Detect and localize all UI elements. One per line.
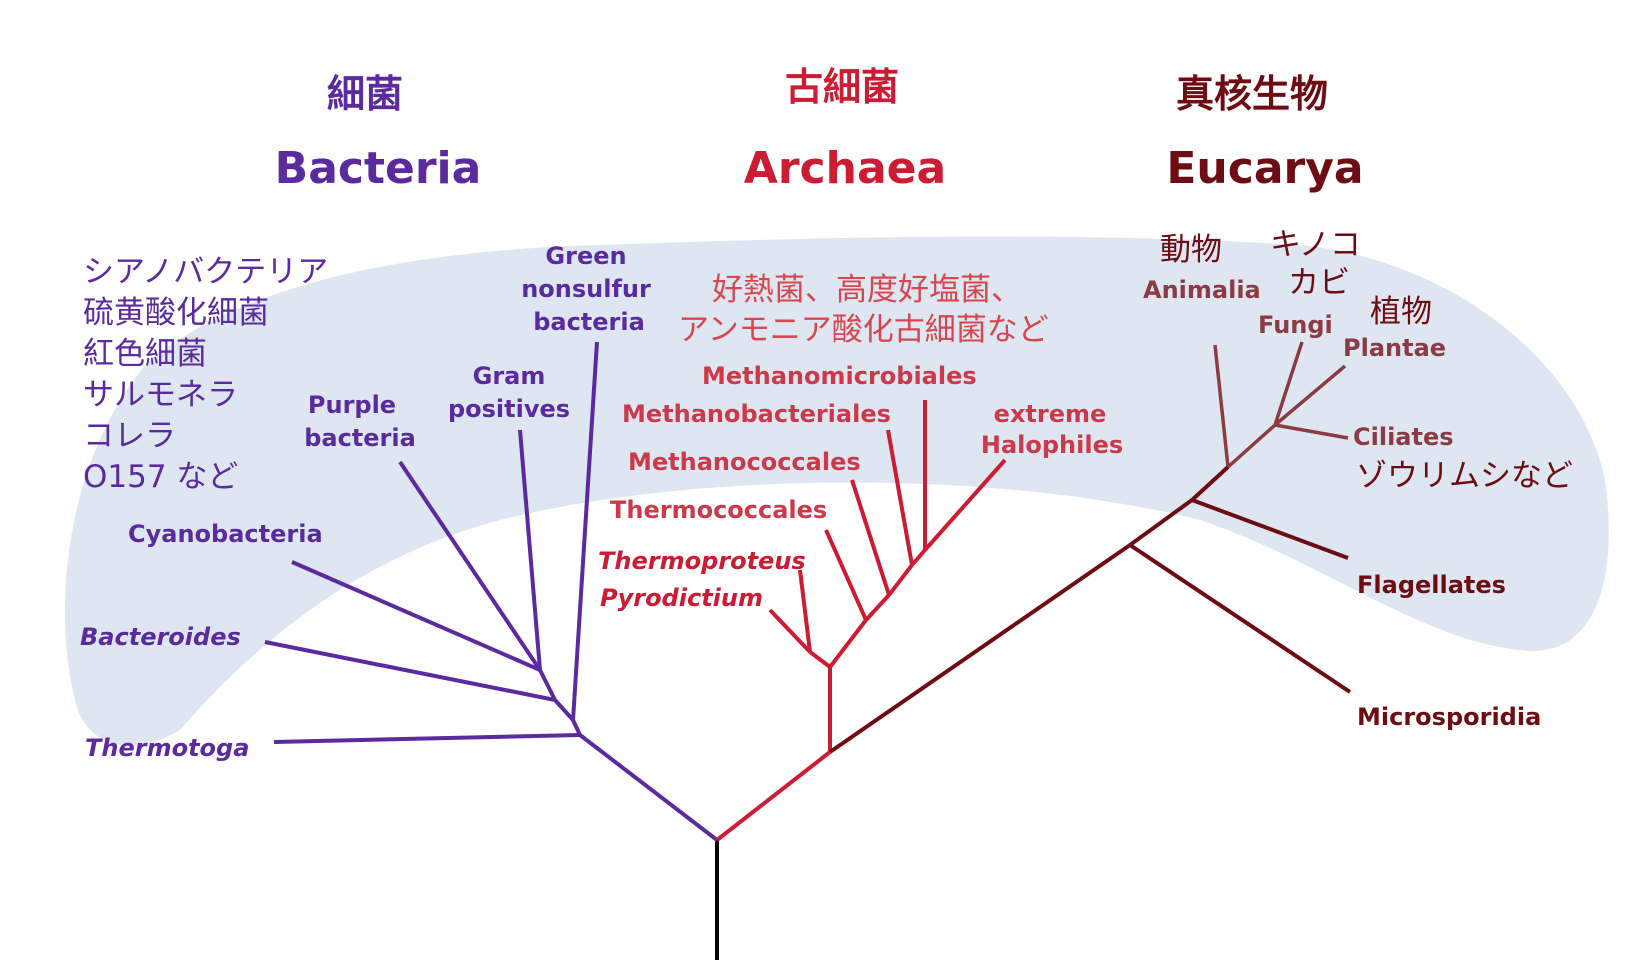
bacteria-heading: Bacteria — [275, 143, 482, 194]
bacteria-examples-note: シアノバクテリア 硫黄酸化細菌 紅色細菌 サルモネラ コレラ O157 など — [83, 254, 328, 495]
note-line: アンモニア酸化古細菌など — [678, 312, 1049, 348]
note-line: O157 など — [83, 459, 238, 495]
purple-bacteria-label: bacteria — [304, 424, 416, 452]
eucarya-heading: Eucarya — [1166, 143, 1363, 194]
bacteria-labels: Green nonsulfur bacteria Gram positives … — [80, 242, 651, 762]
cyanobacteria-label: Cyanobacteria — [128, 520, 323, 548]
note-line: コレラ — [83, 418, 176, 454]
eucarya-jp-heading: 真核生物 — [1176, 72, 1328, 116]
ciliates-label: Ciliates — [1353, 423, 1454, 451]
note-line: サルモネラ — [83, 377, 238, 413]
ciliates-jp-label: ゾウリムシなど — [1356, 458, 1573, 494]
bacteria-branches — [264, 341, 719, 842]
note-line: 硫黄酸化細菌 — [83, 295, 269, 331]
archaea-branches — [715, 400, 1007, 842]
green-nonsulfur-label: Green — [545, 242, 626, 270]
methanobacteriales-label: Methanobacteriales — [622, 400, 891, 428]
background-cloud — [64, 236, 1609, 746]
green-nonsulfur-label: nonsulfur — [521, 275, 651, 303]
eucarya-japanese-labels: 動物 キノコ カビ 植物 ゾウリムシなど — [1160, 227, 1573, 494]
fungi-jp-label: キノコ — [1270, 227, 1361, 263]
green-nonsulfur-label: bacteria — [533, 308, 645, 336]
purple-bacteria-label: Purple — [308, 391, 396, 419]
gram-positives-label: positives — [448, 395, 570, 423]
fungi-label: Fungi — [1258, 311, 1333, 339]
halophiles-label: extreme — [994, 400, 1107, 428]
archaea-italic-labels: Thermoproteus Pyrodictium — [598, 547, 806, 612]
note-line: 好熱菌、高度好塩菌、 — [712, 272, 1022, 308]
animalia-jp-label: 動物 — [1160, 232, 1222, 268]
eucarya-crown-branches — [1213, 341, 1349, 469]
eucarya-base-labels: Flagellates Microsporidia — [1357, 571, 1541, 731]
archaea-labels: Methanomicrobiales Methanobacteriales Me… — [610, 362, 1123, 524]
note-line: 紅色細菌 — [83, 336, 207, 372]
note-line: シアノバクテリア — [83, 254, 328, 290]
gram-positives-label: Gram — [473, 362, 546, 390]
eucarya-crown-labels: Animalia Fungi Plantae Ciliates — [1143, 276, 1454, 451]
plantae-label: Plantae — [1343, 334, 1446, 362]
bacteroides-label: Bacteroides — [80, 623, 241, 651]
fungi-jp-label: カビ — [1288, 265, 1350, 301]
thermococcales-label: Thermococcales — [610, 496, 827, 524]
thermotoga-label: Thermotoga — [85, 734, 249, 762]
methanomicrobiales-label: Methanomicrobiales — [702, 362, 977, 390]
archaea-examples-note: 好熱菌、高度好塩菌、 アンモニア酸化古細菌など — [678, 272, 1049, 348]
thermoproteus-label: Thermoproteus — [598, 547, 806, 575]
eucarya-branches — [828, 465, 1352, 754]
plantae-jp-label: 植物 — [1370, 294, 1432, 330]
pyrodictium-label: Pyrodictium — [600, 584, 763, 612]
flagellates-label: Flagellates — [1357, 571, 1506, 599]
bacteria-jp-heading: 細菌 — [327, 72, 403, 116]
animalia-label: Animalia — [1143, 276, 1261, 304]
archaea-jp-heading: 古細菌 — [785, 65, 899, 109]
methanococcales-label: Methanococcales — [628, 448, 861, 476]
archaea-heading: Archaea — [744, 143, 946, 194]
microsporidia-label: Microsporidia — [1357, 703, 1541, 731]
halophiles-label: Halophiles — [981, 431, 1123, 459]
